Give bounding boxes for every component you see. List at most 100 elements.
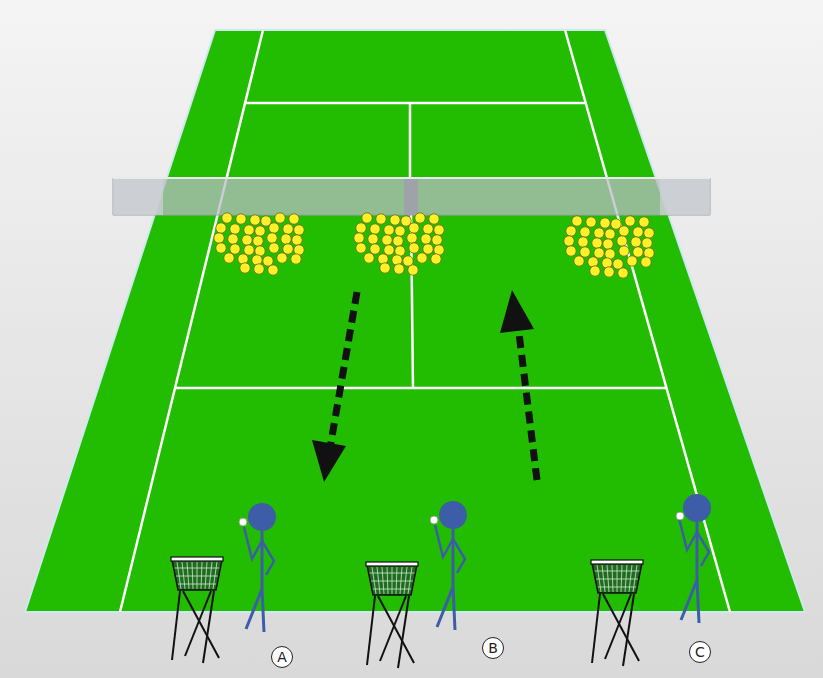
tennis-ball xyxy=(594,228,604,238)
tennis-ball xyxy=(362,213,372,223)
tennis-ball xyxy=(588,257,598,267)
movement-arrows xyxy=(312,290,537,482)
player-figure xyxy=(676,494,711,623)
tennis-ball xyxy=(572,216,582,226)
tennis-ball xyxy=(354,233,364,243)
tennis-ball xyxy=(429,214,439,224)
tennis-ball xyxy=(230,224,240,234)
tennis-ball xyxy=(214,233,224,243)
tennis-ball xyxy=(242,235,252,245)
tennis-ball xyxy=(592,238,602,248)
tennis-ball xyxy=(586,217,596,227)
tennis-ball xyxy=(269,243,279,253)
ball-basket xyxy=(366,562,418,668)
tennis-ball xyxy=(292,235,302,245)
net xyxy=(113,178,710,215)
tennis-ball xyxy=(370,224,380,234)
tennis-ball xyxy=(641,257,651,267)
tennis-ball xyxy=(618,268,628,278)
tennis-ball xyxy=(356,243,366,253)
ball-basket xyxy=(171,557,223,663)
tennis-ball xyxy=(631,237,641,247)
tennis-ball xyxy=(228,234,238,244)
tennis-ball xyxy=(268,265,278,275)
tennis-ball xyxy=(566,246,576,256)
tennis-ball xyxy=(605,229,615,239)
ball-basket xyxy=(591,560,643,666)
callout-letter: B xyxy=(488,641,498,655)
callout-circle: B xyxy=(482,637,504,659)
tennis-ball xyxy=(269,223,279,233)
tennis-ball xyxy=(380,263,390,273)
tennis-ball xyxy=(216,243,226,253)
tennis-ball xyxy=(254,264,264,274)
tennis-ball xyxy=(574,256,584,266)
tennis-ball xyxy=(291,254,301,264)
player-figure xyxy=(239,503,276,632)
tennis-ball xyxy=(222,213,232,223)
tennis-ball xyxy=(267,233,277,243)
tennis-ball xyxy=(580,227,590,237)
tennis-ball xyxy=(432,235,442,245)
tennis-ball xyxy=(283,244,293,254)
tennis-ball xyxy=(376,214,386,224)
tennis-ball xyxy=(236,214,246,224)
tennis-ball xyxy=(619,226,629,236)
tennis-ball xyxy=(378,254,388,264)
tennis-ball xyxy=(642,238,652,248)
tennis-ball xyxy=(294,225,304,235)
tennis-ball xyxy=(392,255,402,265)
ball-piles xyxy=(214,213,654,278)
tennis-ball xyxy=(238,254,248,264)
tennis-ball xyxy=(253,236,263,246)
tennis-ball xyxy=(230,244,240,254)
tennis-ball xyxy=(382,235,392,245)
tennis-ball xyxy=(250,215,260,225)
tennis-ball xyxy=(283,224,293,234)
tennis-ball xyxy=(600,218,610,228)
tennis-ball xyxy=(289,214,299,224)
tennis-ball xyxy=(564,236,574,246)
tennis-ball xyxy=(407,233,417,243)
court-lines xyxy=(120,30,730,612)
tennis-ball xyxy=(415,213,425,223)
tennis-ball xyxy=(244,225,254,235)
tennis-ball xyxy=(602,258,612,268)
tennis-ball xyxy=(216,223,226,233)
tennis-ball xyxy=(390,215,400,225)
tennis-ball xyxy=(252,255,262,265)
tennis-ball xyxy=(368,234,378,244)
callout-letter: C xyxy=(695,645,705,659)
tennis-ball xyxy=(408,265,418,275)
tennis-ball xyxy=(617,236,627,246)
tennis-ball xyxy=(409,223,419,233)
court-surface xyxy=(25,30,805,612)
callout-circle: A xyxy=(271,646,293,668)
tennis-ball xyxy=(594,248,604,258)
callout-circle: C xyxy=(689,641,711,663)
tennis-ball xyxy=(434,225,444,235)
tennis-ball xyxy=(356,223,366,233)
tennis-ball xyxy=(224,253,234,263)
tennis-ball xyxy=(627,256,637,266)
tennis-ball xyxy=(370,244,380,254)
tennis-ball xyxy=(244,245,254,255)
tennis-ball xyxy=(395,226,405,236)
tennis-ball xyxy=(423,244,433,254)
tennis-ball xyxy=(281,234,291,244)
tennis-ball xyxy=(633,247,643,257)
tennis-ball xyxy=(409,243,419,253)
tennis-ball xyxy=(423,224,433,234)
tennis-ball xyxy=(240,263,250,273)
tennis-ball xyxy=(580,247,590,257)
tennis-ball xyxy=(633,227,643,237)
tennis-ball xyxy=(394,264,404,274)
tennis-ball xyxy=(566,226,576,236)
tennis-ball xyxy=(417,253,427,263)
tennis-ball xyxy=(255,226,265,236)
callout-letter: A xyxy=(277,650,287,664)
tennis-ball xyxy=(393,236,403,246)
tennis-ball xyxy=(590,266,600,276)
